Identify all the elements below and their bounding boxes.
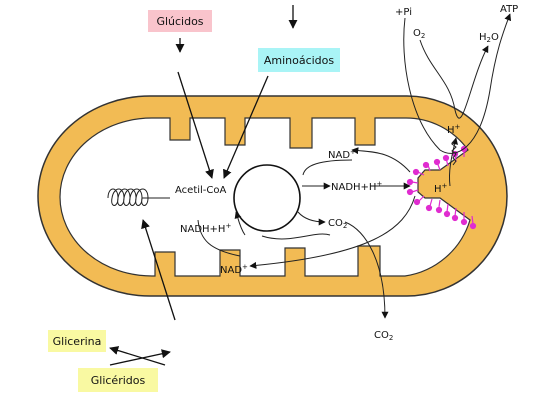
glicerina-label: Glicerina bbox=[53, 335, 102, 348]
nadh-left-sup: + bbox=[225, 222, 231, 230]
o2-label: O2 bbox=[413, 28, 425, 40]
wavy-proton-path bbox=[451, 139, 457, 166]
h2o-label: H2O bbox=[479, 32, 499, 44]
pi-label: +Pi bbox=[395, 7, 412, 18]
co2-inner-label: CO2 bbox=[328, 218, 347, 230]
h-plus-lower-label: H+ bbox=[434, 182, 448, 195]
o2-sub: 2 bbox=[421, 32, 425, 40]
arrow-co2-outward bbox=[344, 221, 389, 319]
h-plus-lower-text: H bbox=[434, 184, 442, 195]
co2-bottom-label: CO2 bbox=[374, 330, 393, 342]
nad-bottom-sup: + bbox=[242, 263, 248, 271]
gliceridos-label: Glicéridos bbox=[91, 374, 146, 387]
nadh-right-label: NADH+H+ bbox=[331, 180, 382, 193]
aminoacidos-label: Aminoácidos bbox=[264, 54, 335, 67]
h2o-o: O bbox=[491, 32, 499, 43]
nadh-right-text: NADH+H bbox=[331, 182, 376, 193]
nad-bottom-text: NAD bbox=[220, 265, 242, 276]
arrow-nadh-left bbox=[234, 211, 246, 236]
arrow-nad-top bbox=[351, 147, 411, 173]
arrow-nad-bottom bbox=[249, 195, 416, 269]
co2-inner-sub: 2 bbox=[343, 222, 347, 230]
arrow-pi-atp bbox=[403, 13, 512, 154]
arrow-nad-cycle-top bbox=[302, 159, 353, 176]
arrow-aminoacidos-acetil bbox=[223, 75, 269, 179]
arrow-cycle-lower bbox=[261, 233, 331, 240]
co2-inner-text: CO bbox=[328, 218, 343, 229]
h-plus-upper-text: H bbox=[447, 125, 455, 136]
h-plus-lower-sup: + bbox=[442, 182, 448, 190]
arrow-co2-inner bbox=[297, 211, 326, 226]
co2-bottom-text: CO bbox=[374, 330, 389, 341]
aminoacidos-box bbox=[258, 48, 340, 72]
co2-bottom-sub: 2 bbox=[389, 334, 393, 342]
h-plus-upper-label: H+ bbox=[447, 123, 461, 136]
krebs-cycle bbox=[233, 164, 301, 232]
nad-top-label: NAD+ bbox=[328, 148, 356, 161]
gliceridos-box bbox=[78, 368, 158, 392]
arrow-glucidos-acetil bbox=[177, 71, 214, 179]
nad-bottom-label: NAD+ bbox=[220, 263, 248, 276]
arrow-h-plus-up bbox=[449, 137, 458, 187]
inner-matrix bbox=[59, 117, 471, 277]
arrow-to-gliceridos bbox=[109, 349, 171, 366]
h2o-h: H bbox=[479, 32, 487, 43]
nad-top-text: NAD bbox=[328, 150, 350, 161]
h-plus-upper-sup: + bbox=[455, 123, 461, 131]
acetil-coa-label: Acetil-CoA bbox=[175, 185, 227, 196]
nadh-left-label: NADH+H+ bbox=[180, 222, 231, 235]
o2-text: O bbox=[413, 28, 421, 39]
arrow-o2-h2o bbox=[419, 39, 489, 119]
arrow-nad-return bbox=[197, 219, 241, 257]
glucidos-label: Glúcidos bbox=[156, 15, 203, 28]
nadh-right-sup: + bbox=[376, 180, 382, 188]
h2o-sub: 2 bbox=[487, 36, 491, 44]
atp-label: ATP bbox=[500, 4, 518, 15]
beta-oxidation-coil bbox=[107, 188, 170, 206]
arrow-to-glicerina bbox=[109, 346, 166, 366]
nadh-left-text: NADH+H bbox=[180, 224, 225, 235]
glicerina-box bbox=[48, 330, 106, 352]
nad-top-sup: + bbox=[350, 148, 356, 156]
arrow-gliceridos-coil bbox=[141, 219, 176, 321]
glucidos-box bbox=[148, 10, 212, 32]
